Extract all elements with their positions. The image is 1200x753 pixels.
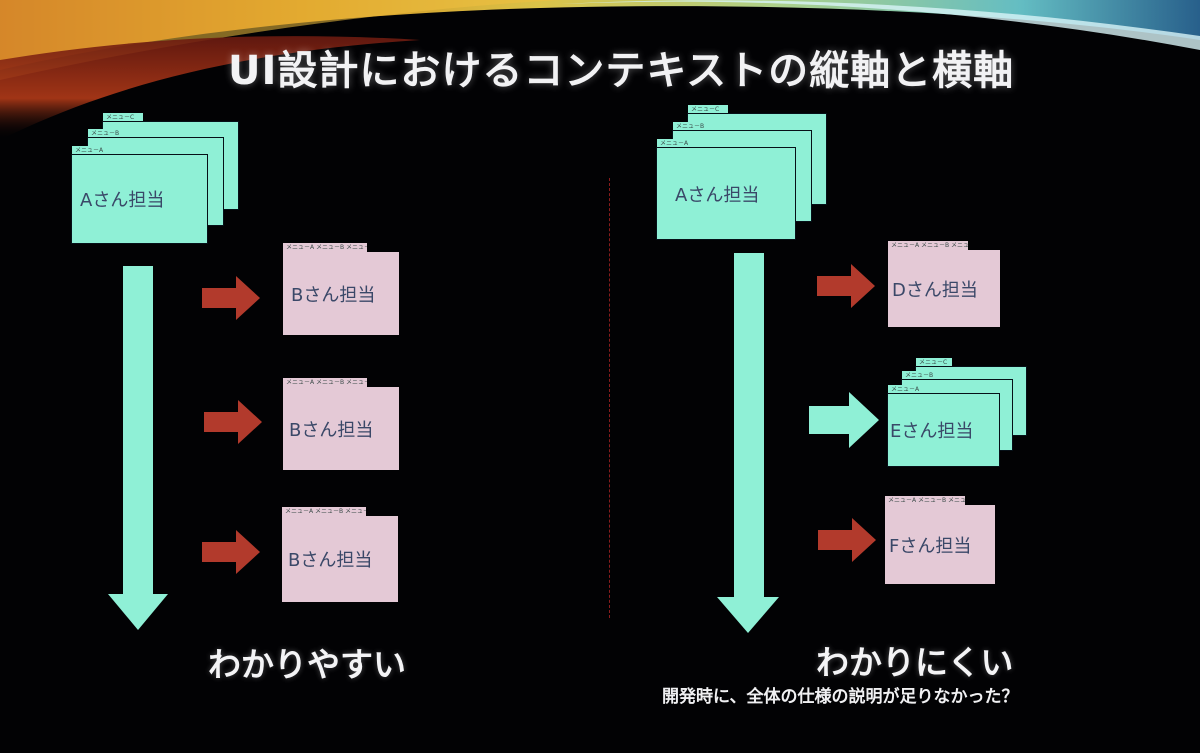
folder-tab: メニュ－B <box>902 371 938 380</box>
folder-label: Fさん担当 <box>889 535 972 557</box>
divider-line <box>609 178 610 618</box>
folder-b-3: メニュ－A メニュ－B メニュ－C Bさん担当 <box>282 507 398 602</box>
folder-e: メニュ－A Eさん担当 <box>887 385 1000 467</box>
right-arrow-icon <box>202 276 260 320</box>
folder-b-1: メニュ－A メニュ－B メニュ－C Bさん担当 <box>283 243 399 335</box>
caption-hard: わかりにくい <box>816 643 1014 682</box>
folder-label: Bさん担当 <box>291 284 376 306</box>
down-arrow-icon <box>717 253 779 633</box>
folder-tab: メニュ－A <box>72 146 112 155</box>
folder-a-left: メニュ－A Aさん担当 <box>71 146 208 244</box>
folder-tab: メニュ－B <box>88 129 128 138</box>
folder-label: Aさん担当 <box>80 190 165 211</box>
folder-label: Eさん担当 <box>890 421 974 442</box>
folder-tab: メニュ－C <box>103 113 143 122</box>
folder-tab: メニュ－A メニュ－B メニュ－C <box>282 507 366 516</box>
folder-tab: メニュ－A メニュ－B メニュ－C <box>283 378 367 387</box>
folder-a-right: メニュ－A Aさん担当 <box>656 139 796 240</box>
folder-tab: メニュ－A メニュ－B メニュ－C <box>885 496 965 505</box>
folder-b-2: メニュ－A メニュ－B メニュ－C Bさん担当 <box>283 378 399 470</box>
right-arrow-icon <box>202 530 260 574</box>
folder-tab: メニュ－C <box>916 358 952 367</box>
folder-tab: メニュ－A メニュ－B メニュ－C <box>283 243 367 252</box>
folder-d: メニュ－A メニュ－B メニュ－C Dさん担当 <box>888 241 1000 327</box>
folder-tab: メニュ－B <box>673 122 713 131</box>
folder-label: Aさん担当 <box>675 184 760 206</box>
down-arrow-icon <box>108 266 168 630</box>
folder-label: Bさん担当 <box>289 419 374 441</box>
caption-note: 開発時に、全体の仕様の説明が足りなかった？ <box>662 687 1019 707</box>
right-arrow-icon <box>817 264 875 308</box>
folder-f: メニュ－A メニュ－B メニュ－C Fさん担当 <box>885 496 995 584</box>
page-title: UI設計におけるコンテキストの縦軸と横軸 <box>228 48 1015 94</box>
folder-tab: メニュ－A <box>888 385 924 394</box>
right-arrow-icon <box>204 400 262 444</box>
folder-tab: メニュ－A メニュ－B メニュ－C <box>888 241 968 250</box>
folder-label: Dさん担当 <box>892 279 978 301</box>
right-arrow-icon <box>809 392 879 448</box>
folder-tab: メニュ－C <box>688 105 728 114</box>
folder-label: Bさん担当 <box>288 550 373 571</box>
swoosh-decoration <box>0 0 1200 140</box>
caption-easy: わかりやすい <box>208 645 406 684</box>
right-arrow-icon <box>818 518 876 562</box>
folder-tab: メニュ－A <box>657 139 697 148</box>
